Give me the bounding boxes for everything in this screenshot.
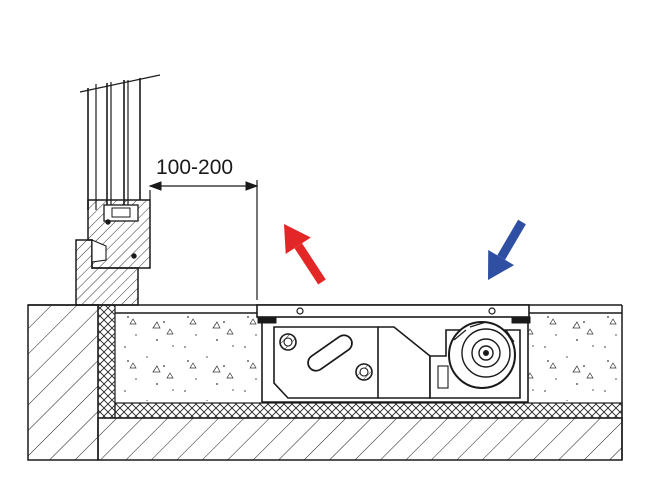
dimension-label: 100-200 bbox=[156, 156, 233, 179]
dimension-marker bbox=[148, 180, 259, 300]
window-frame bbox=[75, 74, 161, 306]
warm-air-arrow bbox=[284, 224, 326, 285]
insulation-layer bbox=[114, 402, 623, 419]
cold-air-arrow bbox=[488, 219, 526, 280]
trench-heater bbox=[256, 304, 531, 403]
wall bbox=[27, 304, 99, 461]
floor-slab bbox=[97, 417, 623, 461]
edge-insulation bbox=[97, 304, 116, 419]
screed-layer bbox=[115, 313, 622, 401]
